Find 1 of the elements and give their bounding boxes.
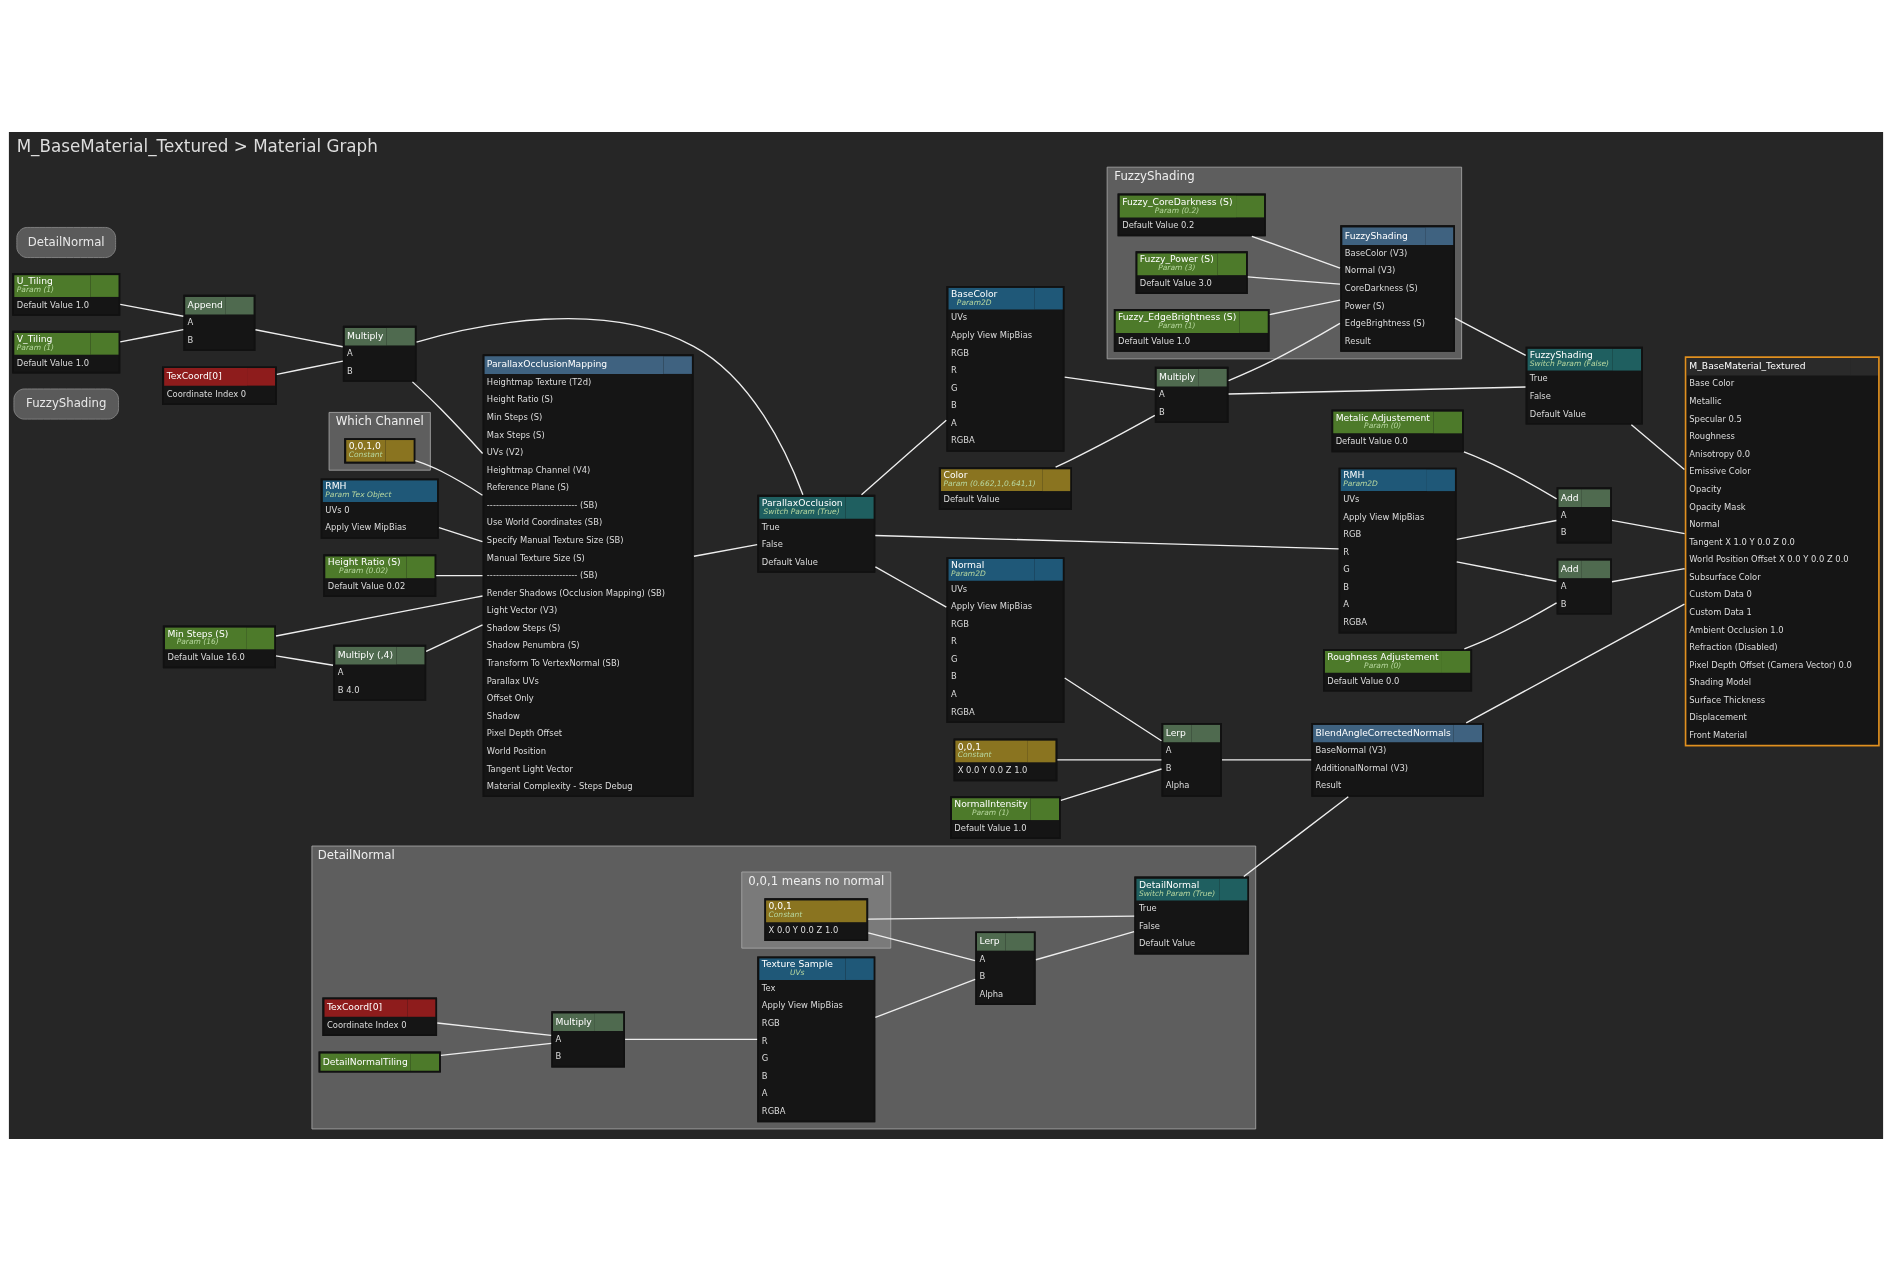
diagram-title: M_BaseMaterial_Textured > Material Graph: [16, 136, 378, 157]
